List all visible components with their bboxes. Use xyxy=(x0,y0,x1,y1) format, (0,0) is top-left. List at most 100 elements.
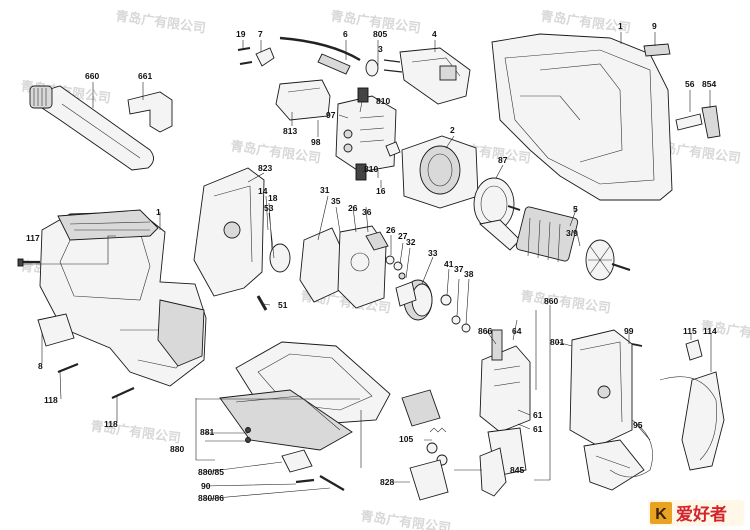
part-828-clamp xyxy=(401,389,449,501)
callout-61a: 61 xyxy=(533,410,543,420)
part-51-pin xyxy=(256,295,268,311)
callout-805: 805 xyxy=(373,29,387,39)
callout-661: 661 xyxy=(138,71,152,81)
part-19-screws xyxy=(237,47,275,67)
part-801-chassis xyxy=(569,329,645,491)
callout-118a: 118 xyxy=(44,395,58,405)
logo-mark-icon: K xyxy=(650,502,672,524)
callout-828: 828 xyxy=(380,477,394,487)
callout-880-85: 880/85 xyxy=(198,467,224,477)
logo-mark-letter: K xyxy=(655,506,667,523)
part-26-27-washers xyxy=(385,255,406,280)
part-880-85-clamp xyxy=(281,449,313,473)
part-95-wire xyxy=(609,419,653,478)
callout-4: 4 xyxy=(432,29,437,39)
callout-118b: 118 xyxy=(104,419,118,429)
callout-16: 16 xyxy=(376,186,386,196)
callout-860: 860 xyxy=(544,296,558,306)
callout-810b: 810 xyxy=(364,164,378,174)
logo-text: 爱好者 xyxy=(676,504,727,524)
callout-37: 37 xyxy=(454,264,464,274)
part-823-gear-housing xyxy=(193,167,291,297)
callout-881: 881 xyxy=(200,427,214,437)
part-117-screw xyxy=(17,258,40,267)
callout-87: 87 xyxy=(498,155,508,165)
part-9-label xyxy=(643,43,671,57)
callout-41: 41 xyxy=(444,259,454,269)
callout-8: 8 xyxy=(38,361,43,371)
callout-35: 35 xyxy=(331,196,341,206)
callout-1-left: 1 xyxy=(156,207,161,217)
part-105-spring xyxy=(426,427,448,466)
part-880-footplate xyxy=(219,341,391,451)
part-1-housing-left xyxy=(39,209,207,387)
callout-2: 2 xyxy=(450,125,455,135)
callout-5: 5 xyxy=(573,204,578,214)
part-31-35-weights xyxy=(299,225,389,309)
callout-99: 99 xyxy=(624,326,634,336)
part-661-clip xyxy=(127,91,173,133)
part-2-stator xyxy=(385,135,479,209)
part-115-114-light xyxy=(659,339,725,471)
callout-26: 26 xyxy=(348,203,358,213)
watermark-text: 青岛广有限公司 xyxy=(519,288,611,317)
part-99-screw xyxy=(631,343,643,347)
callout-3: 3 xyxy=(378,44,383,54)
callout-38: 38 xyxy=(464,269,474,279)
part-810-electronics xyxy=(335,87,397,181)
callout-27: 27 xyxy=(398,231,408,241)
callout-51: 51 xyxy=(278,300,288,310)
part-41-37-38 xyxy=(440,294,471,333)
part-860-plunger xyxy=(479,329,531,477)
callout-813: 813 xyxy=(283,126,297,136)
callout-880: 880 xyxy=(170,444,184,454)
callout-53: 53 xyxy=(264,203,274,213)
callout-26b: 26 xyxy=(386,225,396,235)
callout-95: 95 xyxy=(633,420,643,430)
callout-33: 33 xyxy=(428,248,438,258)
callout-6: 6 xyxy=(343,29,348,39)
callout-18: 18 xyxy=(268,193,278,203)
part-90-screws xyxy=(295,475,345,491)
callout-56: 56 xyxy=(685,79,695,89)
callout-97: 97 xyxy=(326,110,336,120)
part-5-armature xyxy=(507,205,631,281)
part-881-screws xyxy=(245,427,251,443)
part-33-gear xyxy=(395,279,433,321)
leader-lines xyxy=(22,32,712,500)
callout-115: 115 xyxy=(683,326,697,336)
callout-64: 64 xyxy=(512,326,522,336)
callout-823: 823 xyxy=(258,163,272,173)
callout-801: 801 xyxy=(550,337,564,347)
part-813-bracket xyxy=(275,79,331,121)
callout-90: 90 xyxy=(201,481,211,491)
watermark-text: 青岛广有限公司 xyxy=(359,508,451,530)
site-logo: K 爱好者 xyxy=(648,500,744,526)
part-87-baffle xyxy=(473,177,521,251)
part-8-plate xyxy=(37,313,75,347)
callout-7: 7 xyxy=(258,29,263,39)
callout-105: 105 xyxy=(399,434,413,444)
callout-854: 854 xyxy=(702,79,716,89)
callout-660: 660 xyxy=(85,71,99,81)
callout-61b: 61 xyxy=(533,424,543,434)
callout-866: 866 xyxy=(478,326,492,336)
part-6-cable xyxy=(279,36,379,77)
part-118-screws xyxy=(57,362,135,400)
callout-31: 31 xyxy=(320,185,330,195)
watermark-text: 青岛广有限公司 xyxy=(229,138,321,167)
callout-845: 845 xyxy=(510,465,524,475)
callout-114: 114 xyxy=(703,326,717,336)
callout-14: 14 xyxy=(258,186,268,196)
watermark-text: 青岛广有限公司 xyxy=(114,8,206,37)
part-1-housing-right xyxy=(491,33,673,201)
callout-810a: 810 xyxy=(376,96,390,106)
callout-labels: 19 7 6 805 3 4 1 9 660 661 810 97 813 98… xyxy=(26,21,717,503)
callout-117: 117 xyxy=(26,233,40,243)
callout-3-9: 3/9 xyxy=(566,228,578,238)
callout-32: 32 xyxy=(406,237,416,247)
part-4-switch xyxy=(383,47,471,105)
callout-1-top: 1 xyxy=(618,21,623,31)
